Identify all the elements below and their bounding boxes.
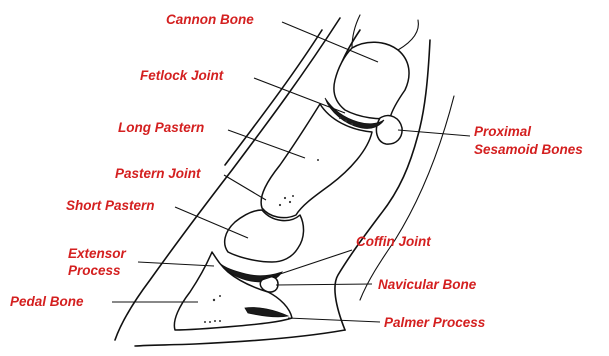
label-palmer-process: Palmer Process [384, 315, 486, 330]
leader-pastern-joint [224, 175, 266, 200]
label-long-pastern: Long Pastern [118, 120, 204, 135]
leader-navicular-bone [276, 284, 372, 285]
label-short-pastern: Short Pastern [66, 198, 155, 213]
label-navicular-bone: Navicular Bone [378, 277, 477, 292]
leader-extensor-process [138, 262, 214, 266]
label-proximal-line1: Proximal [474, 124, 531, 139]
leader-cannon-bone [282, 22, 378, 62]
label-pastern-joint: Pastern Joint [115, 166, 201, 181]
label-pedal-bone: Pedal Bone [10, 294, 84, 309]
label-fetlock-joint: Fetlock Joint [140, 68, 224, 83]
label-cannon-bone: Cannon Bone [166, 12, 254, 27]
label-proximal-line2: Sesamoid Bones [474, 142, 583, 157]
cannon-bone [334, 15, 419, 119]
short-pastern-bone [225, 210, 304, 262]
label-extensor-process-line1: Extensor [68, 246, 127, 261]
label-coffin-joint: Coffin Joint [356, 234, 431, 249]
leader-palmer-process [288, 318, 380, 322]
label-extensor-process-line2: Process [68, 263, 121, 278]
leader-proximal-sesamoid [398, 130, 470, 136]
